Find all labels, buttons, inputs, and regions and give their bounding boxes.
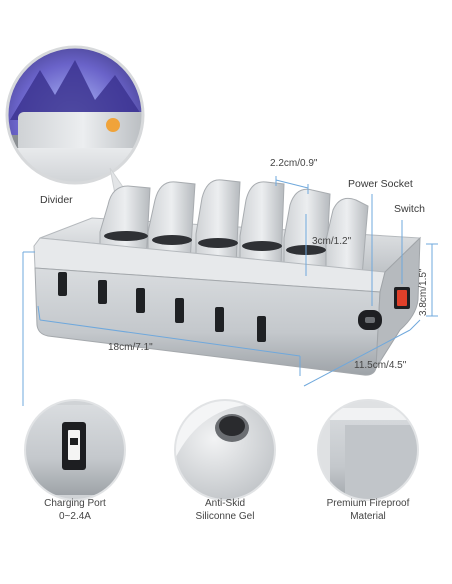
switch-icon — [394, 287, 410, 309]
feature-caption-fireproof: Premium Fireproof Material — [308, 498, 428, 523]
depth-label: 11.5cm/4.5" — [354, 360, 407, 371]
divider-height-label: 3cm/1.2" — [312, 236, 352, 247]
dimension-lines — [22, 176, 438, 406]
total-height-label: 3.8cm/1.5" — [418, 268, 429, 316]
feature-caption-anti-skid: Anti-Skid Siliconne Gel — [165, 498, 285, 523]
feature-caption-line2: Material — [350, 510, 386, 522]
charging-port-circle — [24, 399, 126, 501]
feature-caption-line2: 0~2.4A — [59, 510, 91, 522]
power-socket-label: Power Socket — [348, 178, 413, 190]
switch-label: Switch — [394, 203, 425, 215]
feature-caption-line1: Premium Fireproof — [326, 498, 410, 509]
usb-ports — [58, 272, 266, 342]
anti-skid-circle — [174, 399, 276, 501]
slot-width-label: 2.2cm/0.9" — [270, 158, 318, 169]
fireproof-material-circle — [317, 399, 419, 501]
feature-caption-line1: Charging Port — [44, 498, 106, 509]
feature-caption-line2: Siliconne Gel — [195, 510, 255, 522]
feature-caption-charging-port: Charging Port 0~2.4A — [15, 498, 135, 523]
length-label: 18cm/7.1" — [108, 342, 153, 353]
power-socket-icon — [358, 310, 382, 330]
feature-caption-line1: Anti-Skid — [204, 498, 245, 509]
charging-dock — [33, 179, 422, 376]
divider-label: Divider — [40, 194, 73, 206]
